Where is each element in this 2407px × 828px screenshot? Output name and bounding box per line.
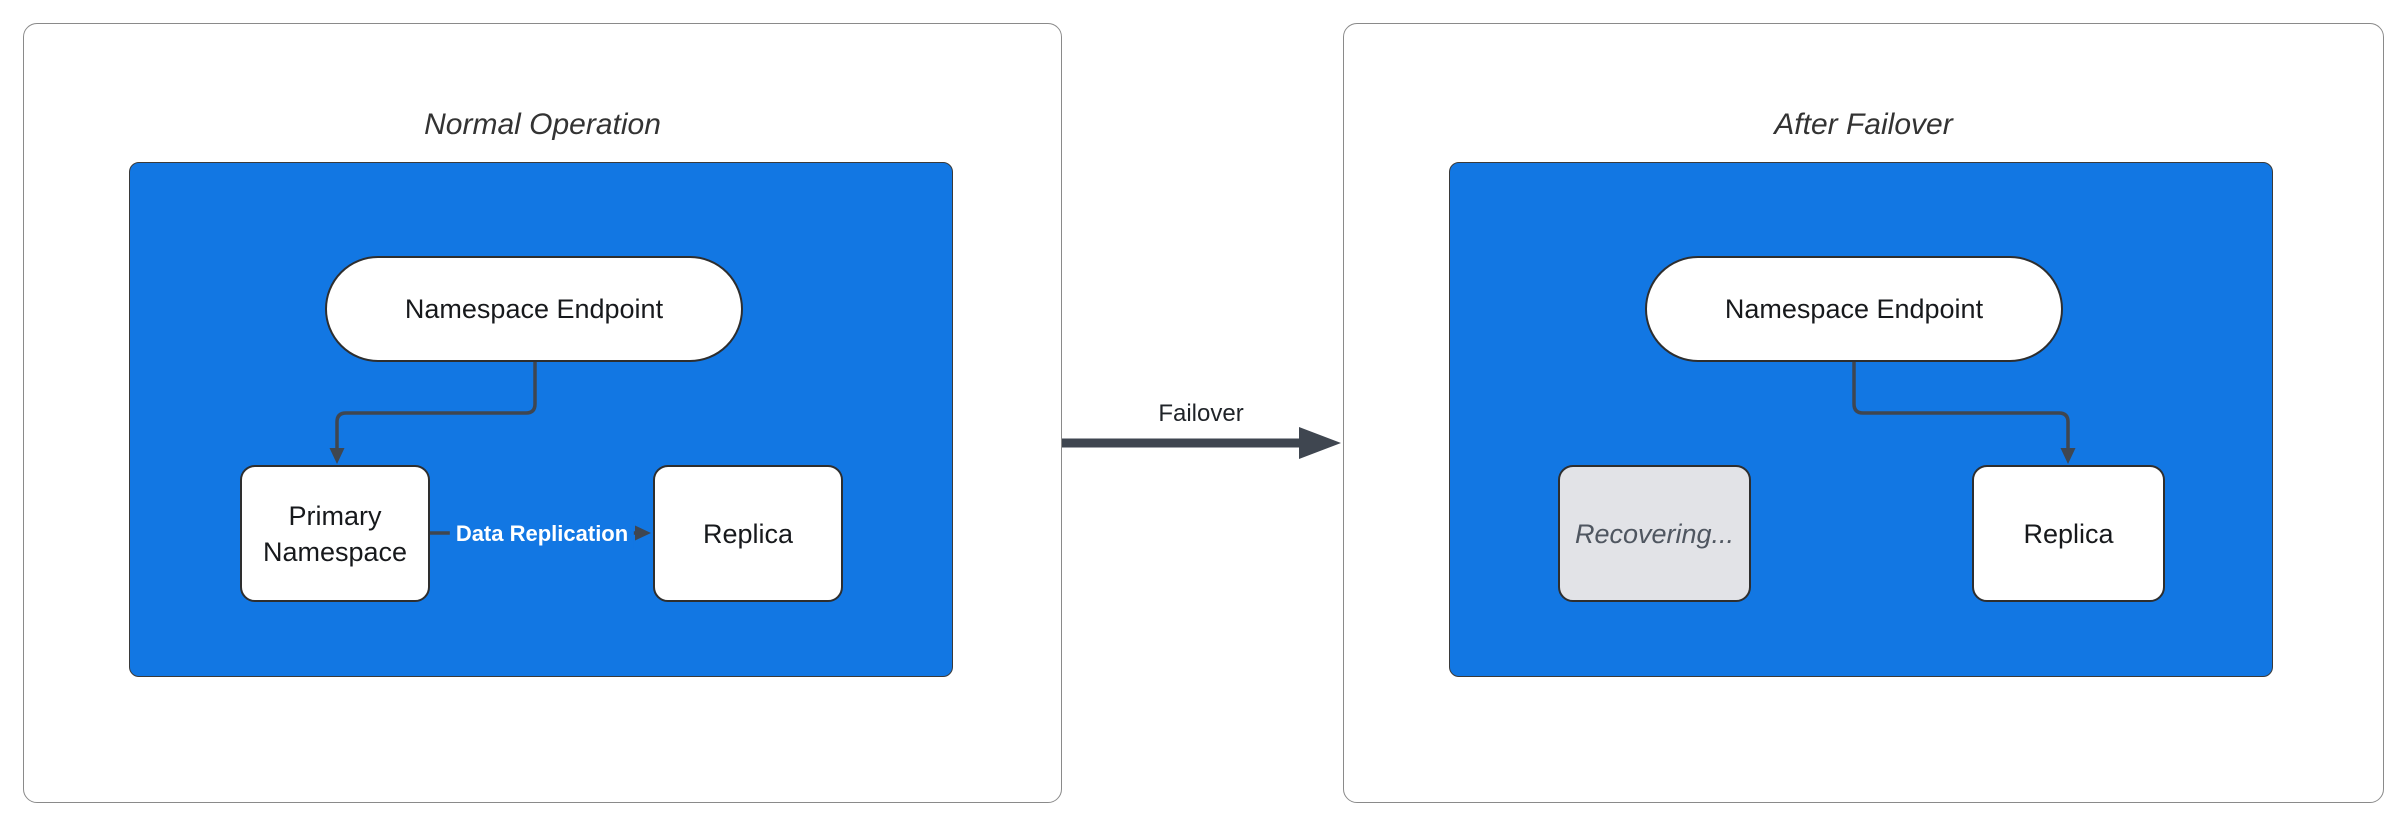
replica-node-left: Replica	[653, 465, 843, 602]
primary-namespace-label: Primary Namespace	[262, 500, 408, 567]
after-failover-title: After Failover	[1774, 108, 1953, 141]
primary-namespace-node: Primary Namespace	[240, 465, 430, 602]
failover-arrow-label: Failover	[1158, 400, 1244, 428]
normal-operation-title: Normal Operation	[424, 108, 661, 141]
namespace-endpoint-label-left: Namespace Endpoint	[404, 294, 664, 324]
failover-arrow	[1062, 427, 1341, 459]
namespace-endpoint-node-right: Namespace Endpoint	[1645, 256, 2063, 362]
replica-node-right: Replica	[1972, 465, 2165, 602]
replica-label-left: Replica	[702, 518, 794, 549]
recovering-node: Recovering...	[1558, 465, 1751, 602]
data-replication-edge-label: Data Replication	[449, 519, 635, 549]
namespace-endpoint-label-right: Namespace Endpoint	[1724, 294, 1984, 324]
replica-label-right: Replica	[2023, 518, 2114, 549]
recovering-label: Recovering...	[1574, 518, 1735, 549]
namespace-endpoint-node-left: Namespace Endpoint	[325, 256, 743, 362]
